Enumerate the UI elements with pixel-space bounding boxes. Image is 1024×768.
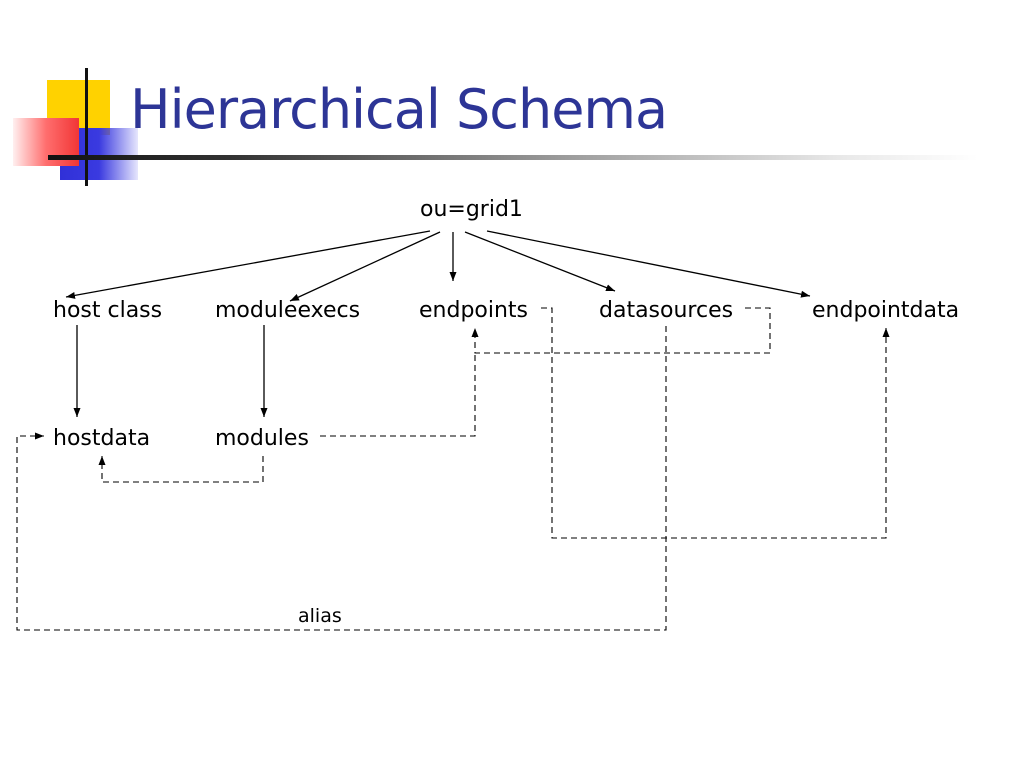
node-datasources: datasources — [599, 298, 733, 323]
ref-endpoints-to-endpointdata — [541, 307, 890, 539]
edge-root-to-host-class — [65, 230, 431, 299]
node-endpoints: endpoints — [419, 298, 528, 323]
node-ou-grid1: ou=grid1 — [420, 197, 523, 222]
edge-root-to-datasources — [464, 231, 616, 292]
ref-datasources-to-endpoints — [471, 307, 771, 354]
node-host-class: host class — [53, 298, 162, 323]
slide-title: Hierarchical Schema — [130, 78, 668, 141]
slide-logo-decoration — [0, 0, 150, 200]
ref-modules-to-hostdata — [98, 456, 264, 483]
ref-datasources-alias-to-hostdata — [16, 326, 667, 631]
node-modules: modules — [215, 426, 309, 451]
ref-modules-to-endpoints — [320, 353, 476, 437]
logo-vertical-line — [85, 68, 88, 186]
node-moduleexecs: moduleexecs — [215, 298, 360, 323]
edge-root-to-moduleexecs — [289, 231, 441, 302]
alias-label: alias — [298, 605, 342, 627]
title-underline — [48, 155, 978, 160]
node-hostdata: hostdata — [53, 426, 150, 451]
edge-root-to-endpointdata — [486, 230, 811, 298]
node-endpointdata: endpointdata — [812, 298, 959, 323]
